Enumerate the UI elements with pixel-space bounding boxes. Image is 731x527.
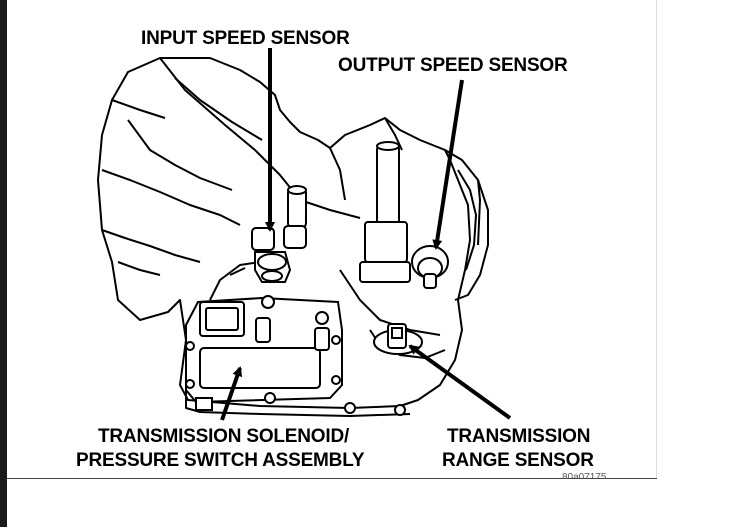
range-sensor-arrow [408, 344, 512, 420]
input-speed-sensor [251, 185, 307, 283]
figure-number: 80a07175 [562, 472, 607, 478]
range-sensor-label-line2: RANGE SENSOR [442, 450, 594, 471]
range-sensor-label-line1: TRANSMISSION [447, 426, 591, 447]
solenoid-arrow [220, 366, 243, 421]
solenoid-label-line1: TRANSMISSION SOLENOID/ [98, 426, 350, 447]
solenoid-label-line2: PRESSURE SWITCH ASSEMBLY [76, 450, 365, 471]
output-speed-sensor-label: OUTPUT SPEED SENSOR [338, 55, 568, 76]
right-border [656, 0, 657, 479]
solenoid-assembly [185, 295, 406, 416]
input-speed-sensor-label: INPUT SPEED SENSOR [141, 28, 350, 49]
left-border [0, 0, 7, 527]
output-sensor-arrow [432, 79, 464, 250]
transmission-housing [97, 57, 489, 417]
pointer-arrows [220, 48, 512, 421]
output-speed-sensor [359, 141, 449, 289]
bottom-border [7, 478, 657, 479]
